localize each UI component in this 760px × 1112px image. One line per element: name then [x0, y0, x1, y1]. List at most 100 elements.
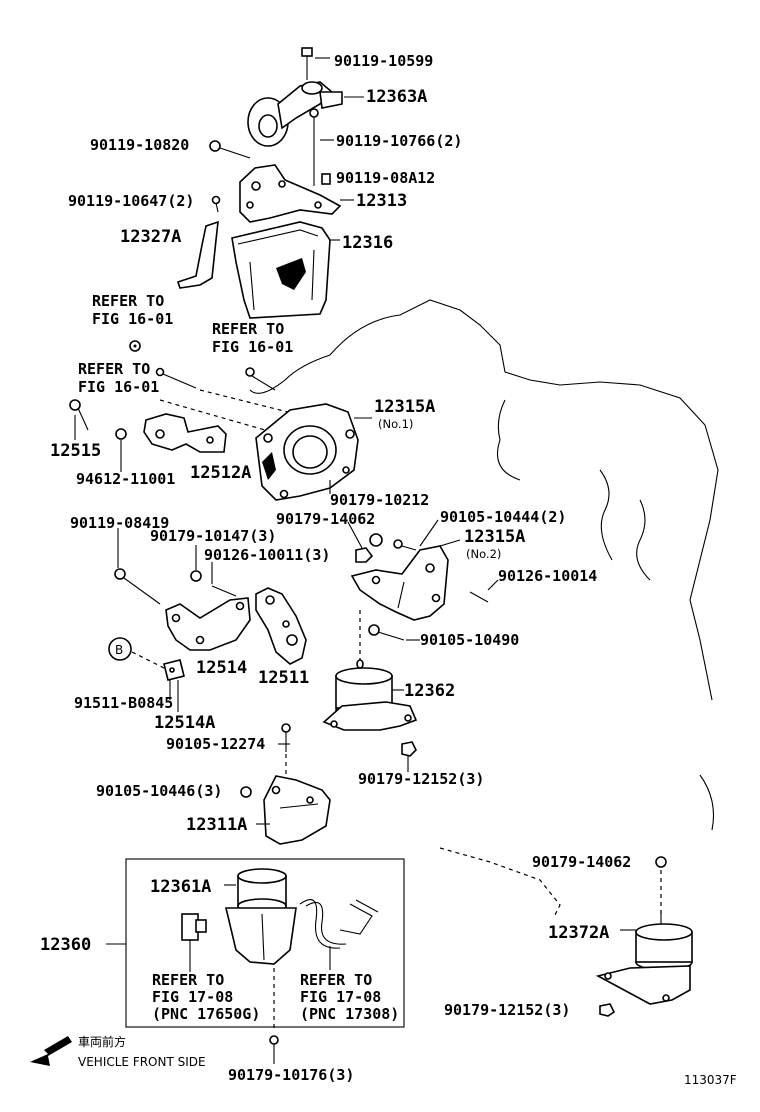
- label-12361A: 12361A: [150, 877, 211, 897]
- label-12313: 12313: [356, 191, 407, 211]
- mount-12361A: [224, 868, 297, 965]
- label-front-en: VEHICLE FRONT SIDE: [78, 1055, 206, 1069]
- label-12514A: 12514A: [154, 713, 215, 733]
- label-90179-10176: 90179-10176(3): [228, 1066, 354, 1084]
- label-90105-12274: 90105-12274: [166, 735, 265, 753]
- label-refer3b: FIG 16-01: [78, 378, 159, 396]
- label-12316: 12316: [342, 233, 393, 253]
- label-refer4a: REFER TO: [152, 971, 224, 989]
- engine-outline: [249, 299, 719, 916]
- bolt-90119-08A12: [321, 173, 331, 185]
- label-12315A-no2: 12315A: [464, 527, 525, 547]
- right-lower-group: [595, 856, 693, 1017]
- nut-90179-12152-a: [401, 741, 417, 757]
- label-refer1b: FIG 16-01: [92, 310, 173, 328]
- label-90179-12152-a: 90179-12152(3): [358, 770, 484, 788]
- cover-12316: [231, 221, 331, 319]
- label-refer2b: FIG 16-01: [212, 338, 293, 356]
- label-refer3a: REFER TO: [78, 360, 150, 378]
- bolt-90119-10766: [309, 108, 319, 186]
- label-90105-10490: 90105-10490: [420, 631, 519, 649]
- bolt-90105-12274: [281, 723, 291, 752]
- bolt-refer-2: [245, 367, 276, 391]
- label-12363A: 12363A: [366, 87, 427, 107]
- bracket-12315A-no1: [255, 403, 359, 501]
- bolt-90119-10820: [209, 140, 251, 159]
- label-90119-10766: 90119-10766(2): [336, 132, 462, 150]
- label-12372A: 12372A: [548, 923, 609, 943]
- label-12311A: 12311A: [186, 815, 247, 835]
- label-front-jp: 車両前方: [78, 1034, 126, 1049]
- label-12315A-no1-sub: (No.1): [378, 417, 413, 431]
- vsv-valve: [181, 913, 207, 960]
- nut-90179-12152-b: [599, 1003, 616, 1017]
- nut-90179-10176: [269, 1035, 279, 1064]
- bolt-12515: [69, 399, 89, 431]
- label-94612-11001: 94612-11001: [76, 470, 175, 488]
- label-figure-id: 113037F: [684, 1073, 737, 1087]
- mount-12372A: [595, 910, 693, 1005]
- label-12327A: 12327A: [120, 227, 181, 247]
- insulator-12363A: [247, 81, 343, 147]
- bracket-12315A-no2: [350, 545, 449, 621]
- top-mount-group: [176, 47, 364, 319]
- label-90105-10444: 90105-10444(2): [440, 508, 566, 526]
- bracket-12514A: [163, 659, 185, 681]
- middle-mount-group: [69, 340, 374, 563]
- label-refer5b: FIG 17-08: [300, 988, 381, 1006]
- label-12512A: 12512A: [190, 463, 251, 483]
- label-90126-10011: 90126-10011(3): [204, 546, 330, 564]
- right-middle-group: [322, 519, 499, 772]
- bolt-refer-3: [155, 367, 197, 389]
- label-12360: 12360: [40, 935, 91, 955]
- label-refer5c: (PNC 17308): [300, 1005, 399, 1023]
- nut-refer-1: [129, 340, 141, 352]
- left-lower-group: B: [108, 528, 307, 712]
- bolt-90119-08419: [114, 568, 161, 605]
- label-12315A-no2-sub: (No.2): [466, 547, 501, 561]
- nut-90179-14062-b: [655, 856, 667, 868]
- stud-90126-10014: [469, 591, 489, 603]
- group-box-12360: [106, 858, 405, 1030]
- label-90179-10212: 90179-10212: [330, 491, 429, 509]
- label-90119-10599: 90119-10599: [334, 52, 433, 70]
- bracket-12327A: [176, 220, 219, 289]
- label-refer1a: REFER TO: [92, 292, 164, 310]
- label-90105-10446: 90105-10446(3): [96, 782, 222, 800]
- bolt-90105-10490: [368, 624, 405, 641]
- nut-94612-11001: [115, 428, 127, 440]
- bolt-90105-10444: [369, 533, 417, 551]
- label-refer5a: REFER TO: [300, 971, 372, 989]
- bracket-12511: [255, 587, 307, 665]
- bolt-90119-10647: [211, 195, 221, 213]
- bracket-12311A: [263, 775, 331, 845]
- label-90126-10014: 90126-10014: [498, 567, 597, 585]
- callout-b-label: B: [115, 643, 123, 657]
- vehicle-front-arrow: [30, 1036, 72, 1066]
- nut-90179-14062-a: [355, 547, 374, 563]
- label-90179-10147: 90179-10147(3): [150, 527, 276, 545]
- callout-b: B: [108, 637, 132, 661]
- stud-90126-10011: [211, 585, 237, 597]
- bracket-12514: [165, 597, 251, 651]
- bracket-12313: [239, 164, 342, 223]
- bracket-12512A: [143, 413, 227, 453]
- label-12515: 12515: [50, 441, 101, 461]
- label-refer4b: FIG 17-08: [152, 988, 233, 1006]
- label-refer2a: REFER TO: [212, 320, 284, 338]
- hose-group: [299, 899, 379, 949]
- mount-12362: [322, 659, 418, 731]
- label-90119-10647: 90119-10647(2): [68, 192, 194, 210]
- label-90179-14062-b: 90179-14062: [532, 853, 631, 871]
- label-12315A-no1: 12315A: [374, 397, 435, 417]
- bolt-90119-10599: [301, 47, 313, 80]
- lower-left-group: [240, 723, 331, 845]
- nut-90179-10147: [190, 570, 202, 582]
- label-91511-B0845: 91511-B0845: [74, 694, 173, 712]
- labels: 90119-10599 12363A 90119-10820 90119-107…: [40, 52, 737, 1087]
- label-90179-14062-a: 90179-14062: [276, 510, 375, 528]
- label-refer4c: (PNC 17650G): [152, 1005, 260, 1023]
- label-90119-08419: 90119-08419: [70, 514, 169, 532]
- label-90179-12152-b: 90179-12152(3): [444, 1001, 570, 1019]
